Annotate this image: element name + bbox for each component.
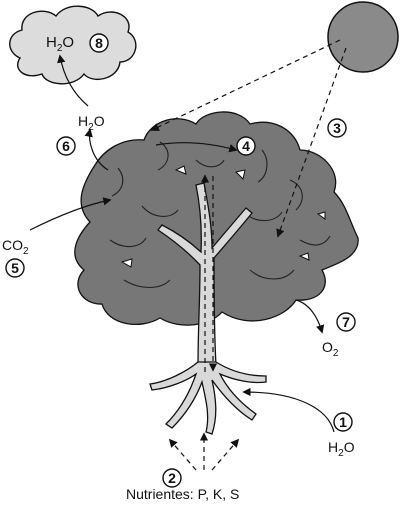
- svg-text:5: 5: [11, 260, 19, 276]
- foliage-gaps: [120, 165, 326, 268]
- svg-text:1: 1: [339, 414, 347, 430]
- tree-foliage: [74, 111, 359, 326]
- svg-text:7: 7: [342, 314, 350, 330]
- marker-2: 2: [162, 468, 182, 488]
- marker-3: 3: [327, 118, 347, 138]
- evaporation-arrow: [57, 54, 89, 107]
- transport-to-4: [155, 142, 238, 153]
- marker-8: 8: [89, 33, 109, 53]
- h2o-cloud-label: H2O: [46, 34, 74, 54]
- marker-1: 1: [333, 412, 353, 432]
- co2-label: CO2: [2, 237, 29, 257]
- light-arrow-left: [150, 39, 341, 131]
- light-arrow-down: [276, 47, 347, 238]
- tree-roots: [149, 361, 267, 435]
- sun: [327, 1, 399, 73]
- marker-7: 7: [336, 312, 356, 332]
- process-arrows: [29, 39, 347, 471]
- marker-4: 4: [236, 136, 256, 156]
- cloud: [9, 5, 137, 85]
- svg-text:6: 6: [62, 138, 70, 154]
- svg-text:2: 2: [168, 470, 176, 486]
- svg-text:3: 3: [333, 120, 341, 136]
- nutrient-arrow-right: [211, 438, 240, 471]
- water-uptake-arrow: [242, 387, 335, 433]
- nutrient-arrow-left: [168, 438, 197, 471]
- nutrients-label: Nutrientes: P, K, S: [126, 486, 239, 502]
- transpiration-arrow: [84, 128, 109, 171]
- co2-intake-arrow: [29, 197, 112, 231]
- tree-trunk: [157, 182, 253, 366]
- svg-text:8: 8: [95, 35, 103, 51]
- svg-text:4: 4: [242, 138, 250, 154]
- marker-6: 6: [56, 136, 76, 156]
- h2o-transpiration-label: H2O: [78, 113, 105, 133]
- o2-label: O2: [322, 339, 339, 359]
- h2o-root-label: H2O: [328, 439, 355, 459]
- marker-5: 5: [5, 258, 25, 278]
- oxygen-release-arrow: [295, 299, 325, 334]
